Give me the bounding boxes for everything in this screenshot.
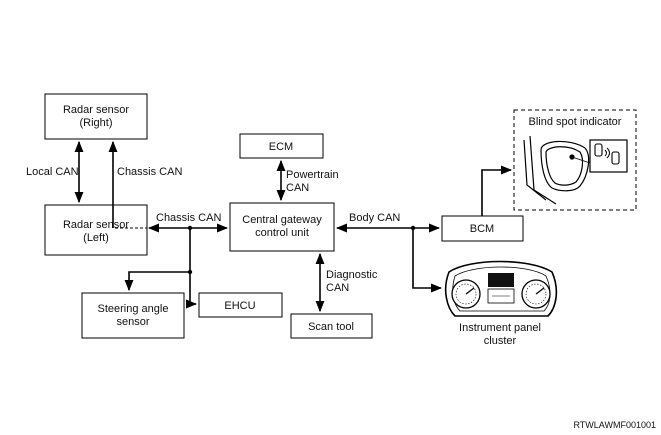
svg-text:BCM: BCM bbox=[470, 223, 494, 235]
scan-tool-node: Scan tool bbox=[290, 313, 373, 339]
diagnostic-can-label-1: Diagnostic bbox=[326, 269, 378, 281]
blind-spot-warning-icon bbox=[589, 139, 628, 173]
instrument-link bbox=[412, 228, 443, 293]
svg-text:(Left): (Left) bbox=[83, 232, 109, 244]
powertrain-can-label-1: Powertrain bbox=[286, 169, 339, 181]
figure-code: RTWLAWMF001001 bbox=[573, 420, 656, 430]
svg-text:ECM: ECM bbox=[269, 141, 293, 153]
svg-text:Scan tool: Scan tool bbox=[308, 321, 354, 333]
side-mirror-icon bbox=[523, 135, 591, 205]
diagnostic-can-label-2: CAN bbox=[326, 282, 349, 294]
instrument-panel-label-2: cluster bbox=[484, 335, 517, 347]
local-can-label: Local CAN bbox=[26, 166, 79, 178]
chassis-can-vertical-label: Chassis CAN bbox=[117, 166, 182, 178]
steering-link bbox=[124, 271, 190, 292]
steering-angle-sensor-node: Steering angle sensor bbox=[81, 292, 185, 339]
bcm-node: BCM bbox=[441, 215, 524, 242]
ehcu-node: EHCU bbox=[198, 292, 283, 318]
radar-sensor-left-node: Radar sensor (Left) bbox=[44, 204, 148, 256]
svg-text:Blind spot indicator: Blind spot indicator bbox=[529, 116, 622, 128]
ecm-node: ECM bbox=[239, 133, 324, 159]
body-can-label: Body CAN bbox=[349, 212, 400, 224]
dashed-internal-link bbox=[112, 205, 147, 229]
blind-spot-link bbox=[481, 165, 513, 216]
instrument-cluster-icon bbox=[444, 260, 558, 317]
svg-text:Steering angle: Steering angle bbox=[98, 303, 169, 315]
powertrain-can-label-2: CAN bbox=[286, 182, 309, 194]
ehcu-link bbox=[185, 272, 198, 309]
svg-text:Radar sensor: Radar sensor bbox=[63, 104, 129, 116]
svg-text:control unit: control unit bbox=[255, 227, 309, 239]
svg-text:Central gateway: Central gateway bbox=[242, 214, 322, 226]
chassis-can-label: Chassis CAN bbox=[156, 212, 221, 224]
instrument-panel-label-1: Instrument panel bbox=[459, 322, 541, 334]
svg-text:Radar sensor: Radar sensor bbox=[63, 219, 129, 231]
svg-text:sensor: sensor bbox=[116, 316, 149, 328]
radar-sensor-right-node: Radar sensor (Right) bbox=[44, 93, 148, 140]
svg-text:(Right): (Right) bbox=[79, 117, 112, 129]
svg-text:EHCU: EHCU bbox=[224, 300, 255, 312]
central-gateway-node: Central gateway control unit bbox=[229, 202, 335, 252]
